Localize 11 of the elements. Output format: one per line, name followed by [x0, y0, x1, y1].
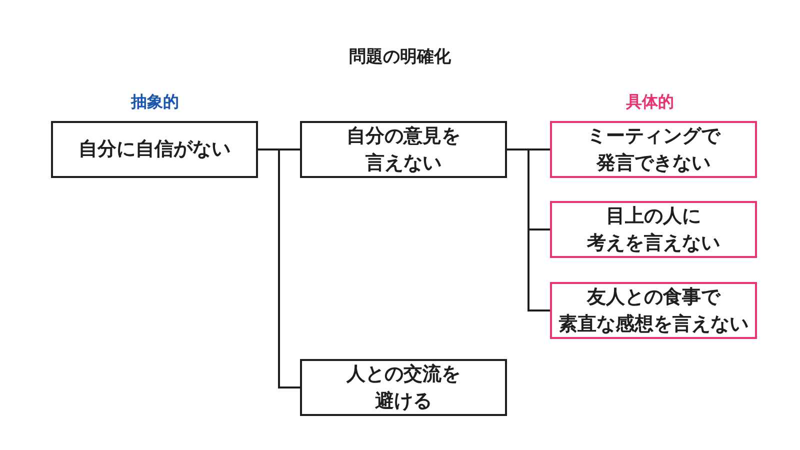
column-label: 抽象的	[131, 92, 179, 112]
connector-line	[507, 148, 550, 312]
connector-line	[258, 148, 300, 388]
text-box: 自分の意見を言えない	[300, 121, 507, 178]
text-box: ミーティングで発言できない	[550, 121, 757, 178]
column-label: 具体的	[626, 92, 674, 112]
title: 問題の明確化	[349, 46, 451, 68]
text-box: 自分に自信がない	[51, 121, 258, 178]
text-box: 友人との食事で素直な感想を言えない	[550, 282, 757, 339]
text-box: 人との交流を避ける	[300, 359, 507, 416]
text-box: 目上の人に考えを言えない	[550, 201, 757, 258]
